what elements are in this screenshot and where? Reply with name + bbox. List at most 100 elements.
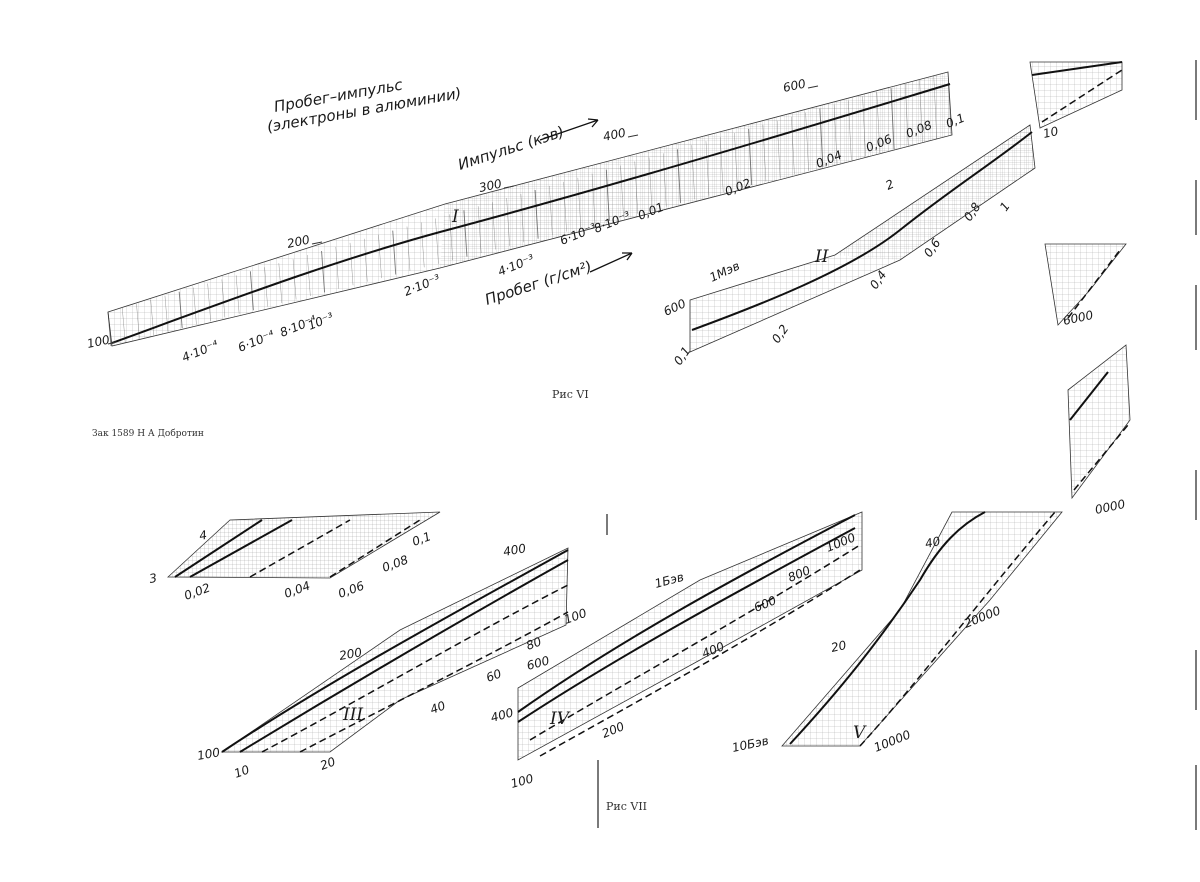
fragment-low-curve (1069, 371, 1109, 421)
panel-I-gridline (933, 76, 938, 139)
panel-I-gridline (221, 279, 226, 318)
fragment-mid-dash (1067, 249, 1121, 319)
panel-III-curve-a (221, 549, 569, 753)
panel-I-range-tick: 6·10⁻⁴ (236, 328, 277, 355)
panel-I-gridline (577, 177, 582, 228)
panel-I-gridline (691, 145, 695, 200)
panel-I-gridline (477, 206, 482, 254)
panel-V-momentum-tick: 20 (830, 638, 848, 655)
panel-I-gridline (677, 149, 681, 203)
panel-III-upper-grid (166, 511, 441, 579)
panel-III-range-tick: 20 (318, 754, 337, 773)
panel-I-gridline (634, 161, 639, 214)
panel-III-momentum-tick: 3 (148, 571, 158, 586)
panel-I-gridline (762, 124, 767, 182)
panel-III-momentum-tick: 100 (196, 745, 221, 763)
panel-I-gridline (805, 112, 809, 171)
panel-III-range-tick: 0,02 (182, 581, 212, 603)
fragment-top (1029, 61, 1123, 129)
panel-I-gridline (819, 108, 824, 168)
panel-III-upper-dash-b (329, 519, 421, 578)
panel-I-gridline (549, 185, 553, 236)
panel-I-gridline (292, 259, 297, 300)
panel-IV-grid-area (517, 511, 863, 761)
panel-I-gridline (705, 141, 710, 196)
panel-I-gridline (890, 88, 895, 150)
panel-I-gridline (833, 104, 838, 164)
panel-III-range-tick: 0,06 (336, 578, 366, 600)
panel-I-momentum-tick: 300 (478, 176, 504, 195)
panel-I-gridline (748, 128, 753, 186)
panel-I-gridline (193, 287, 197, 325)
panel-label-II: II (814, 247, 829, 267)
momentum-axis-arrow (539, 118, 599, 141)
panel-I-gridline (620, 165, 624, 218)
panel-III-range-tick: 60 (484, 666, 503, 685)
panel-I-gridline (307, 255, 311, 296)
panel-I-momentum-tickmark (807, 85, 819, 89)
panel-I-momentum-tickmark (311, 241, 323, 245)
panel-I-gridline (919, 80, 923, 143)
panel-I-gridline (178, 291, 183, 329)
panel-I-gridline (563, 181, 567, 232)
panel-I-gridline (321, 250, 326, 293)
panel-III-upper-curve-a (174, 519, 263, 578)
panel-I: Пробег–импульс (электроны в алюминии) Им… (86, 71, 967, 365)
panel-label-III: III (342, 705, 363, 725)
panel-I-gridline (463, 210, 468, 257)
panel-I-gridline (207, 283, 211, 321)
panel-I-gridline (520, 194, 525, 243)
panel-III-range-tick: 80 (524, 634, 543, 653)
panel-IV-momentum-tick: 600 (525, 653, 551, 673)
panel-I-range-tick: 0,1 (944, 111, 967, 131)
panel-I-momentum-tickmark (503, 185, 515, 189)
panel-label-I: I (451, 207, 459, 227)
panel-III-range-tick: 10 (232, 762, 251, 781)
panel-I-gridline (734, 133, 738, 189)
panel-I-gridline (150, 299, 154, 336)
panel-III-range-tick: 40 (428, 698, 447, 717)
panel-I-gridline (905, 84, 909, 146)
panel-I-gridline (335, 246, 340, 289)
panel-I-gridline (947, 71, 952, 136)
panel-II-grid-dense (835, 125, 1035, 260)
panel-I-gridline (848, 100, 852, 161)
panel-I-gridline (506, 198, 510, 246)
panel-I-gridline (364, 238, 368, 282)
panel-III-range-tick: 0,1 (410, 529, 433, 549)
panel-I-momentum-tick: 600 (782, 76, 808, 95)
panel-III-upper-dash (249, 519, 351, 578)
panel-III-dash-b (299, 611, 569, 753)
panel-III-upper-curve-b (189, 519, 293, 578)
panel-I-gridline (663, 153, 667, 207)
panel-label-V: V (853, 723, 867, 743)
momentum-axis-label: Импульс (кэв) (456, 123, 567, 174)
panel-I-gridlines (107, 71, 952, 347)
panel-I-gridline (876, 92, 881, 153)
panel-III-range-tick: 0,08 (380, 552, 410, 574)
panel-I-gridline (420, 222, 425, 268)
panel-II-momentum-tick: 1Мэв (707, 259, 742, 285)
panel-I-gridline (492, 202, 496, 250)
panel-I-range-tick: 4·10⁻⁴ (180, 338, 221, 365)
panel-II-momentum-tick: 2 (883, 177, 896, 193)
panel-III-momentum-tick: 4 (198, 528, 208, 543)
panel-V-momentum-tick: 40 (924, 534, 942, 551)
panel-III-momentum-tick: 400 (502, 541, 527, 559)
fragment-top-dash (1041, 69, 1123, 123)
fragment-tick: 10 (1042, 124, 1060, 141)
panel-IV-dash-b (539, 569, 861, 757)
panel-IV-momentum-tick: 1Бэв (653, 570, 685, 591)
panel-I-gridline (406, 226, 411, 271)
panel-I-range-tick: 4·10⁻³ (496, 252, 537, 279)
panel-I-gridline (776, 120, 781, 178)
panel-II-range-tick: 1 (997, 199, 1013, 213)
panel-I-gridline (862, 96, 866, 157)
panel-II-momentum-tick: 600 (661, 296, 688, 319)
